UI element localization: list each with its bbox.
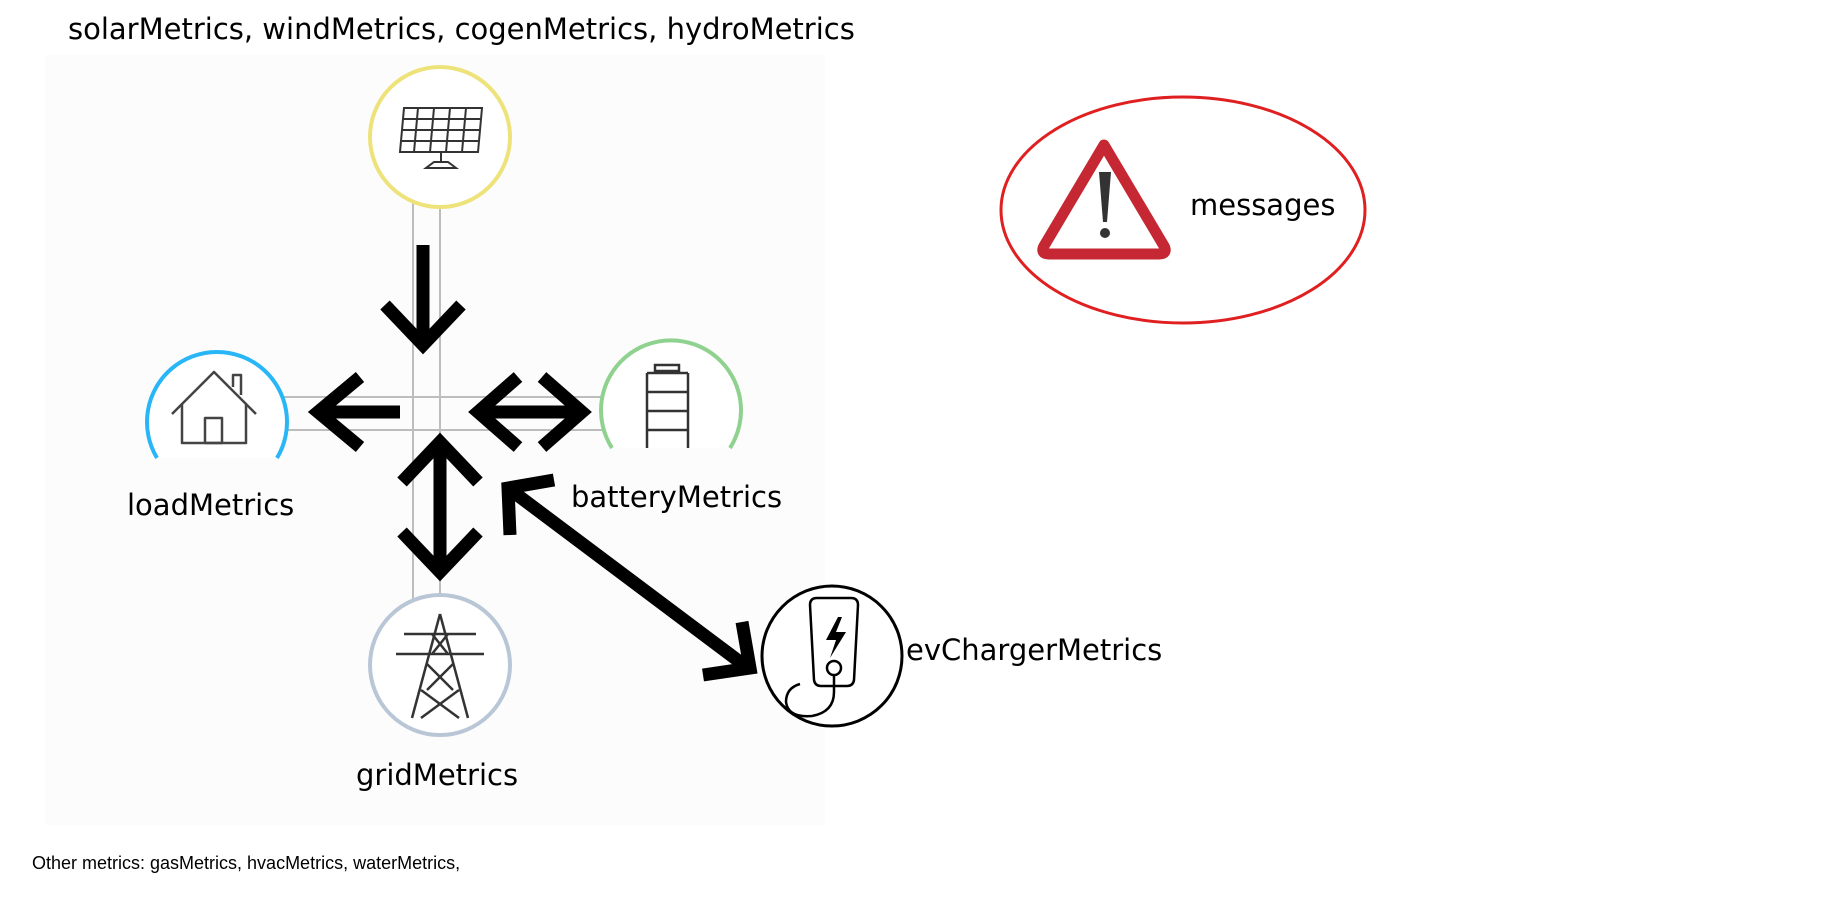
- solar-ring: [368, 65, 512, 209]
- grid-node[interactable]: [368, 593, 512, 737]
- messages-panel[interactable]: [999, 95, 1367, 325]
- battery-node[interactable]: [599, 338, 743, 450]
- grid-arrow-head-bottom: [397, 527, 483, 582]
- battery-ring: [599, 338, 743, 450]
- load-metrics-label: loadMetrics: [127, 488, 295, 522]
- messages-label: messages: [1190, 188, 1336, 222]
- battery-arrow-head-right: [537, 372, 592, 452]
- flow-arrows: [307, 245, 758, 682]
- grid-ring: [368, 593, 512, 737]
- ev-charger-ring: [760, 584, 904, 728]
- battery-metrics-label: batteryMetrics: [571, 480, 783, 514]
- ev-arrow-shaft: [504, 482, 752, 674]
- solar-panel-icon: [398, 107, 484, 169]
- grid-arrow-head-top: [397, 432, 483, 487]
- ev-arrow-head-bottom: [702, 620, 758, 682]
- sources-metrics-label: solarMetrics, windMetrics, cogenMetrics,…: [68, 12, 855, 46]
- load-arrow-head: [307, 372, 365, 452]
- solar-arrow-head: [380, 300, 466, 355]
- ev-charger-node[interactable]: [760, 584, 904, 728]
- transmission-tower-icon: [396, 613, 484, 720]
- battery-icon: [645, 363, 690, 448]
- grid-metrics-label: gridMetrics: [356, 758, 519, 792]
- battery-arrow-head-left: [468, 372, 523, 452]
- other-metrics-label: Other metrics: gasMetrics, hvacMetrics, …: [32, 853, 461, 873]
- ev-arrow-head-top: [501, 473, 556, 536]
- messages-ellipse: [999, 95, 1367, 325]
- ev-charger-metrics-label: evChargerMetrics: [906, 633, 1163, 667]
- house-icon: [171, 370, 257, 445]
- solar-node[interactable]: [368, 65, 512, 209]
- ev-charger-icon: [784, 596, 860, 718]
- load-node[interactable]: [145, 350, 289, 460]
- warning-triangle-icon: [1037, 139, 1171, 260]
